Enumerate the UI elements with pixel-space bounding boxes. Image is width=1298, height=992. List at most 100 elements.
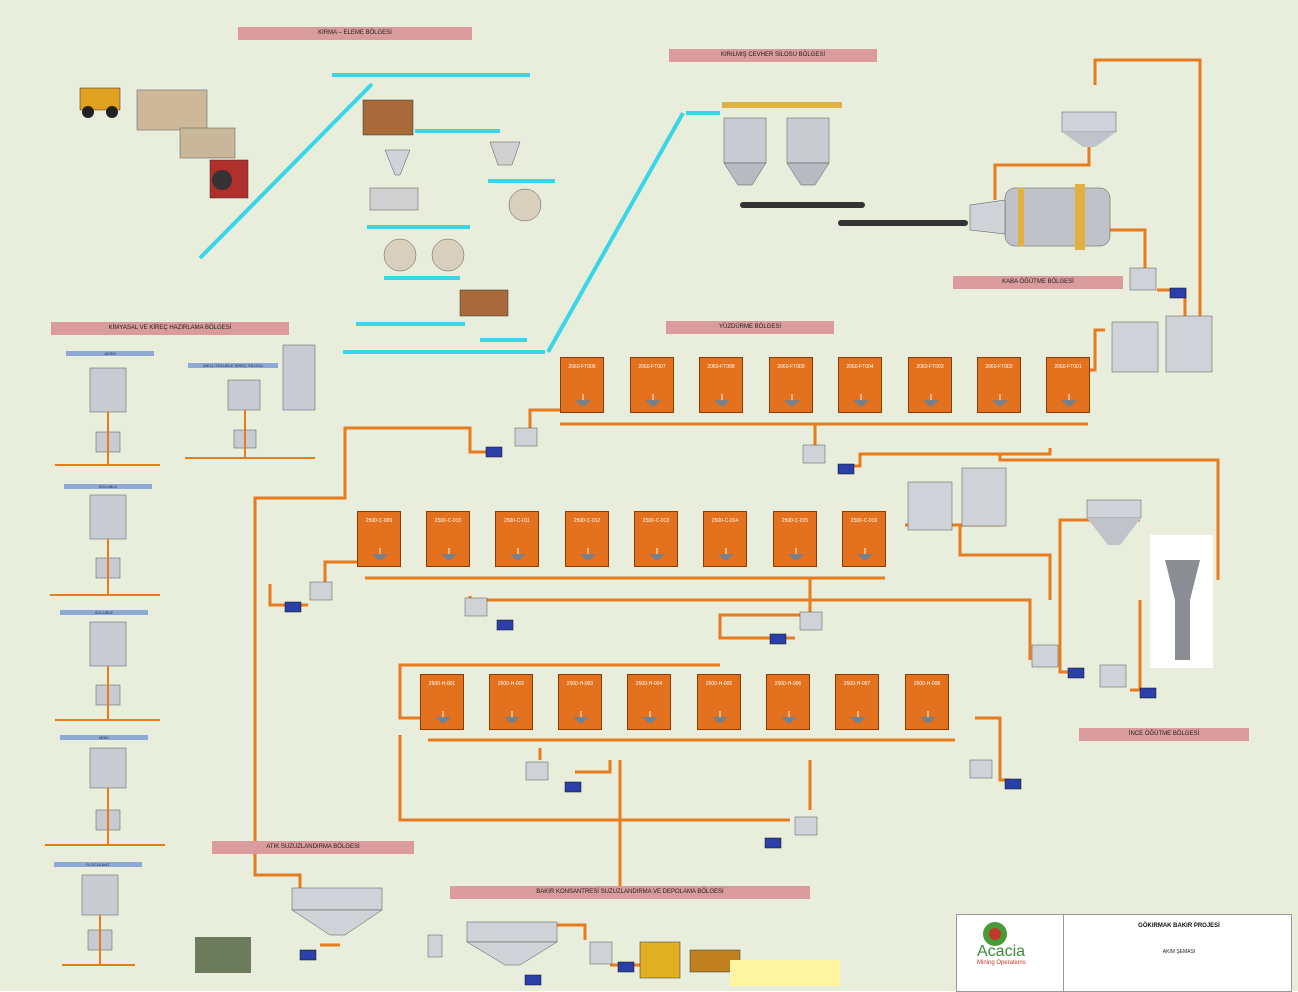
agitator-icon	[640, 711, 660, 723]
tank-tag: 2500-H-006	[767, 681, 809, 687]
tank-tag: 2500-H-001	[421, 681, 463, 687]
ore-silos	[722, 102, 968, 226]
tank-tag: 2060-FT004	[839, 364, 881, 370]
leaching-area-banner: YÜZDÜRME BÖLGESİ	[666, 321, 834, 334]
scavenger-tank[interactable]: 2500-H-008	[905, 674, 949, 730]
crushing-equipment	[80, 88, 541, 316]
agitator-icon	[370, 548, 390, 560]
tank-tag: 2500-C-010	[427, 518, 469, 524]
cleaner-tank[interactable]: 2500-C-016	[842, 511, 886, 567]
company-name: Acacia	[977, 943, 1025, 961]
tank-tag: 2060-FT009	[770, 364, 812, 370]
flotation-tank[interactable]: 2060-FT009	[769, 357, 813, 413]
agitator-icon	[782, 394, 802, 406]
cleaner-tank[interactable]: 2500-C-012	[565, 511, 609, 567]
flotation-tank[interactable]: 2060-FT006	[560, 357, 604, 413]
scavenger-tank[interactable]: 2500-H-004	[627, 674, 671, 730]
tank-tag: 2500-H-005	[698, 681, 740, 687]
scavenger-tank[interactable]: 2500-H-002	[489, 674, 533, 730]
tank-tag: 2500-H-008	[906, 681, 948, 687]
agitator-icon	[716, 548, 736, 560]
grinding-equipment	[970, 112, 1212, 372]
agitator-icon	[508, 548, 528, 560]
tank-tag: 2500-C-015	[774, 518, 816, 524]
agitator-icon	[786, 548, 806, 560]
title-divider	[1063, 915, 1064, 991]
agitator-icon	[571, 711, 591, 723]
agitator-icon	[855, 548, 875, 560]
cleaner-tank[interactable]: 2500-C-013	[634, 511, 678, 567]
agitator-icon	[573, 394, 593, 406]
tank-tag: 2500-C-016	[843, 518, 885, 524]
tank-tag: 2500-H-002	[490, 681, 532, 687]
tank-tag: 2500-H-004	[628, 681, 670, 687]
tank-tag: 2060-FT006	[561, 364, 603, 370]
agitator-icon	[918, 711, 938, 723]
agitator-icon	[439, 548, 459, 560]
tank-tag: 2500-C-009	[358, 518, 400, 524]
chemical-tanks	[82, 345, 315, 950]
tank-tag: 2500-H-007	[836, 681, 878, 687]
drawing-title: AKIM ŞEMASI	[1067, 949, 1291, 955]
company-subtitle: Mining Operations	[977, 960, 1026, 966]
flotation-tank[interactable]: 2060-FT007	[630, 357, 674, 413]
agitator-icon	[712, 394, 732, 406]
fine-grinding-area-banner: İNCE ÖĞÜTME BÖLGESİ	[1079, 728, 1249, 741]
flotation-tank[interactable]: 2060-FT001	[1046, 357, 1090, 413]
tank-tag: 2500-H-003	[559, 681, 601, 687]
flotation-tank[interactable]: 2060-FT003	[908, 357, 952, 413]
crushing-area-banner: KIRMA – ELEME BÖLGESİ	[238, 27, 472, 40]
scavenger-tank[interactable]: 2500-H-003	[558, 674, 602, 730]
project-title: GÖKIRMAK BAKIR PROJESİ	[1067, 923, 1291, 929]
agitator-icon	[848, 711, 868, 723]
agitator-icon	[433, 711, 453, 723]
cleaner-tank[interactable]: 2500-C-011	[495, 511, 539, 567]
tank-tag: 2500-C-014	[704, 518, 746, 524]
flotation-tank[interactable]: 2060-FT004	[838, 357, 882, 413]
flotation-tank[interactable]: 2060-FT008	[699, 357, 743, 413]
title-block: Acacia Mining Operations GÖKIRMAK BAKIR …	[956, 914, 1292, 992]
tank-tag: 2060-FT008	[700, 364, 742, 370]
agitator-icon	[990, 394, 1010, 406]
grinding-area-banner: KABA ÖĞÜTME BÖLGESİ	[953, 276, 1123, 289]
concentrate-area-banner: BAKIR KONSANTRESİ SUZUZLANDIRMA VE DEPOL…	[450, 886, 810, 899]
flotation-tank[interactable]: 2060-FT002	[977, 357, 1021, 413]
agitator-icon	[710, 711, 730, 723]
tank-tag: 2500-C-012	[566, 518, 608, 524]
conveyor-to-silo	[548, 113, 683, 352]
cleaner-tank[interactable]: 2500-C-010	[426, 511, 470, 567]
chem-label-3: SOLUBLE	[60, 610, 148, 615]
agitator-icon	[578, 548, 598, 560]
chemical-area-banner: KİMYASAL VE KİREÇ HAZIRLAMA BÖLGESİ	[51, 322, 289, 335]
scavenger-tank[interactable]: 2500-H-006	[766, 674, 810, 730]
silo-area-banner: KIRILMIŞ CEVHER SİLOSU BÖLGESİ	[669, 49, 877, 62]
chem-label-4: MIBC	[60, 735, 148, 740]
agitator-icon	[647, 548, 667, 560]
tank-tag: 2060-FT002	[978, 364, 1020, 370]
agitator-icon	[1059, 394, 1079, 406]
agitator-icon	[779, 711, 799, 723]
tank-tag: 2060-FT003	[909, 364, 951, 370]
tank-tag: 2060-FT001	[1047, 364, 1089, 370]
tank-tag: 2500-C-011	[496, 518, 538, 524]
agitator-icon	[643, 394, 663, 406]
chem-label-2: SOLUBLE	[64, 484, 152, 489]
tank-tag: 2500-C-013	[635, 518, 677, 524]
pump-sumps	[310, 428, 992, 835]
tank-tag: 2060-FT007	[631, 364, 673, 370]
chem-label-1: AKSM	[66, 351, 154, 356]
agitator-icon	[502, 711, 522, 723]
cleaner-tank[interactable]: 2500-C-014	[703, 511, 747, 567]
scavenger-tank[interactable]: 2500-H-005	[697, 674, 741, 730]
cleaner-tank[interactable]: 2500-C-009	[357, 511, 401, 567]
agitator-icon	[851, 394, 871, 406]
agitator-icon	[921, 394, 941, 406]
cleaner-tank[interactable]: 2500-C-015	[773, 511, 817, 567]
scavenger-tank[interactable]: 2500-H-001	[420, 674, 464, 730]
chem-label-5: FLOCULANT	[54, 862, 142, 867]
lime-silo-label: WELL SOLUBLE KIREÇ SİLOSU	[188, 363, 278, 368]
scavenger-tank[interactable]: 2500-H-007	[835, 674, 879, 730]
tailings-area-banner: ATIK SUZUZLANDIRMA BÖLGESİ	[212, 841, 414, 854]
